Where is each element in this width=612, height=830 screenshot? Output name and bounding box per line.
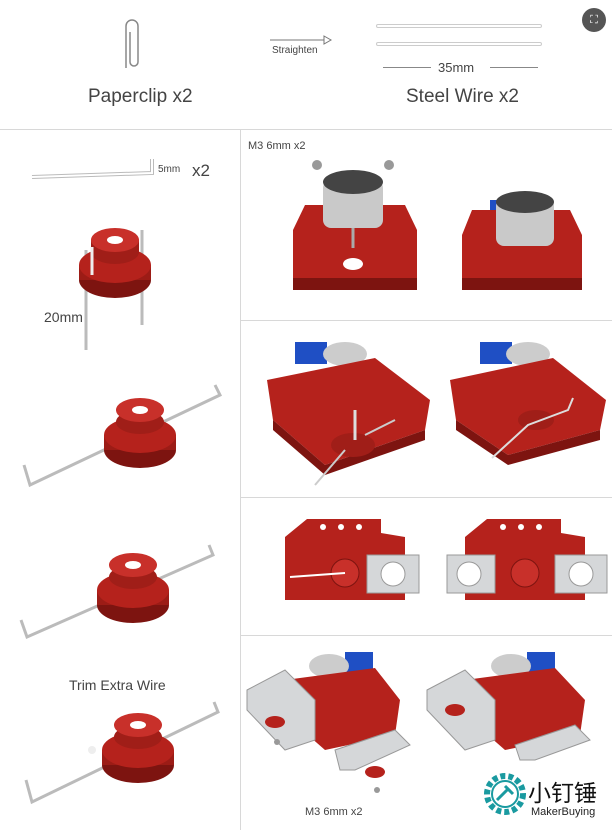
screw-label-top: M3 6mm x2 xyxy=(248,140,306,152)
logo-cn-name: 小钉锤 xyxy=(528,781,597,807)
bent-wire-illustration xyxy=(31,159,154,179)
steel-wire-label: Steel Wire x2 xyxy=(406,86,519,107)
paperclip-illustration xyxy=(125,19,139,68)
straighten-label: Straighten xyxy=(272,45,318,56)
paperclip-label: Paperclip x2 xyxy=(88,86,193,107)
divider xyxy=(240,497,612,498)
bracket-assembly-exploded xyxy=(246,652,411,793)
motor-mount-assembly-2 xyxy=(462,191,582,290)
insert-depth: 20mm xyxy=(44,309,83,325)
bracket-assembly-complete xyxy=(426,652,591,761)
bend-length: 5mm xyxy=(158,164,181,175)
wire-length: 35mm xyxy=(438,60,475,75)
trim-label: Trim Extra Wire xyxy=(69,677,166,693)
top-view-double-bracket xyxy=(446,519,608,600)
motor-mount-assembly-1 xyxy=(293,160,417,290)
bend-count: x2 xyxy=(192,161,210,180)
logo-brand: MakerBuying xyxy=(531,806,596,818)
steel-wire-2 xyxy=(376,42,542,46)
translate-button[interactable]: ⛶ xyxy=(582,8,606,32)
hub-install-view-1 xyxy=(267,342,430,486)
makerbuying-gear-logo-icon xyxy=(484,773,526,815)
straighten-arrow-icon xyxy=(270,35,333,45)
hub-trimmed xyxy=(24,701,220,805)
divider xyxy=(240,129,241,830)
hub-with-wires-1 xyxy=(79,228,151,350)
divider xyxy=(0,129,612,130)
divider xyxy=(240,635,612,636)
hub-with-wires-3 xyxy=(19,544,215,640)
dimension-line xyxy=(490,67,538,68)
dimension-line xyxy=(383,67,431,68)
screw-label-bottom: M3 6mm x2 xyxy=(305,806,363,818)
hub-install-view-2 xyxy=(450,342,606,465)
hub-with-wires-2 xyxy=(22,384,223,488)
divider xyxy=(240,320,612,321)
steel-wire-1 xyxy=(376,24,542,28)
top-view-single-bracket xyxy=(285,519,420,600)
